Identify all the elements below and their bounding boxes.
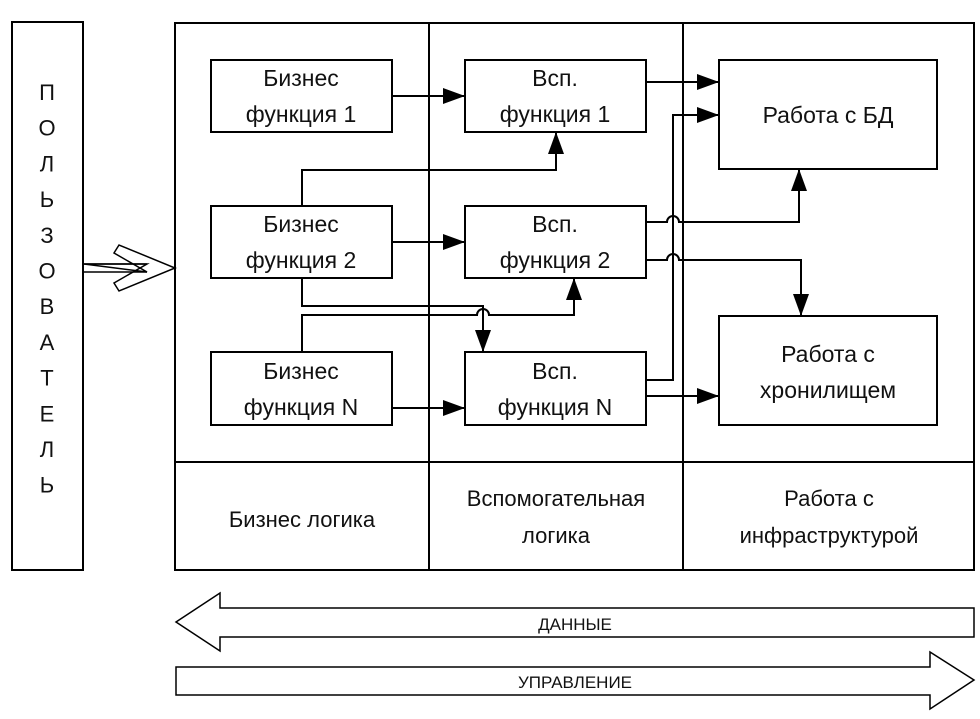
- lane-label-auxiliary: Вспомогательная логика: [467, 486, 645, 548]
- storage-service-title: Работа с: [781, 341, 875, 367]
- connector-bf2-af1: [301, 132, 564, 206]
- user-to-system-arrow: [83, 244, 177, 292]
- user-label-letter: Л: [40, 437, 54, 462]
- user-label-letter: О: [38, 116, 55, 141]
- aux-function-n-subtitle: функция N: [498, 394, 612, 420]
- connector-afn-db: [646, 107, 719, 381]
- business-function-2: Бизнес функция 2: [210, 205, 393, 279]
- db-service: Работа с БД: [718, 59, 938, 170]
- data-flow-arrow: ДАННЫЕ: [174, 591, 975, 653]
- connector-bf2-afn: [301, 278, 491, 352]
- user-label-letter: Ь: [40, 187, 54, 212]
- business-function-1-subtitle: функция 1: [246, 101, 357, 127]
- lane-label-business: Бизнес логика: [229, 507, 376, 532]
- lane-label-infra-line-1: Работа с: [784, 486, 874, 511]
- connector-af2-storage: [646, 253, 809, 316]
- user-label-letter: Л: [40, 151, 54, 176]
- lane-label-infra: Работа с инфраструктурой: [740, 486, 919, 548]
- aux-function-n: Всп. функция N: [464, 351, 647, 426]
- business-function-2-subtitle: функция 2: [246, 247, 357, 273]
- lane-label-auxiliary-line-1: Вспомогательная: [467, 486, 645, 511]
- business-function-1-title: Бизнес: [263, 65, 338, 91]
- lane-label-infra-line-2: инфраструктурой: [740, 523, 919, 548]
- aux-function-1: Всп. функция 1: [464, 59, 647, 133]
- user-label-letter: З: [40, 223, 53, 248]
- user-box: [11, 21, 84, 571]
- db-service-title: Работа с БД: [763, 102, 894, 128]
- aux-function-n-title: Всп.: [532, 358, 578, 384]
- business-function-2-title: Бизнес: [263, 211, 338, 237]
- user-label-letter: Ь: [40, 473, 54, 498]
- user-label-letter: О: [38, 259, 55, 284]
- aux-function-1-title: Всп.: [532, 65, 578, 91]
- lane-label-business-line-1: Бизнес логика: [229, 507, 376, 532]
- control-flow-arrow: УПРАВЛЕНИЕ: [175, 650, 976, 711]
- business-function-n: Бизнес функция N: [210, 351, 393, 426]
- user-label-letter: Т: [40, 366, 53, 391]
- aux-function-1-subtitle: функция 1: [500, 101, 611, 127]
- data-flow-label: ДАННЫЕ: [538, 615, 612, 634]
- connector-af2-db: [646, 169, 807, 223]
- user-label-letter: Е: [40, 401, 55, 426]
- storage-service: Работа с хронилищем: [718, 315, 938, 426]
- aux-function-2: Всп. функция 2: [464, 205, 647, 279]
- business-function-n-title: Бизнес: [263, 358, 338, 384]
- business-function-n-subtitle: функция N: [244, 394, 358, 420]
- aux-function-2-title: Всп.: [532, 211, 578, 237]
- user-label-letter: П: [39, 80, 55, 105]
- connector-bfn-af2: [301, 278, 582, 352]
- storage-service-subtitle: хронилищем: [760, 377, 896, 403]
- user-label-letter: А: [40, 330, 55, 355]
- lane-label-auxiliary-line-2: логика: [522, 523, 591, 548]
- arrow-shaft: [84, 263, 147, 273]
- user-label-letter: В: [40, 294, 55, 319]
- aux-function-2-subtitle: функция 2: [500, 247, 611, 273]
- control-flow-label: УПРАВЛЕНИЕ: [518, 673, 632, 692]
- business-function-1: Бизнес функция 1: [210, 59, 393, 133]
